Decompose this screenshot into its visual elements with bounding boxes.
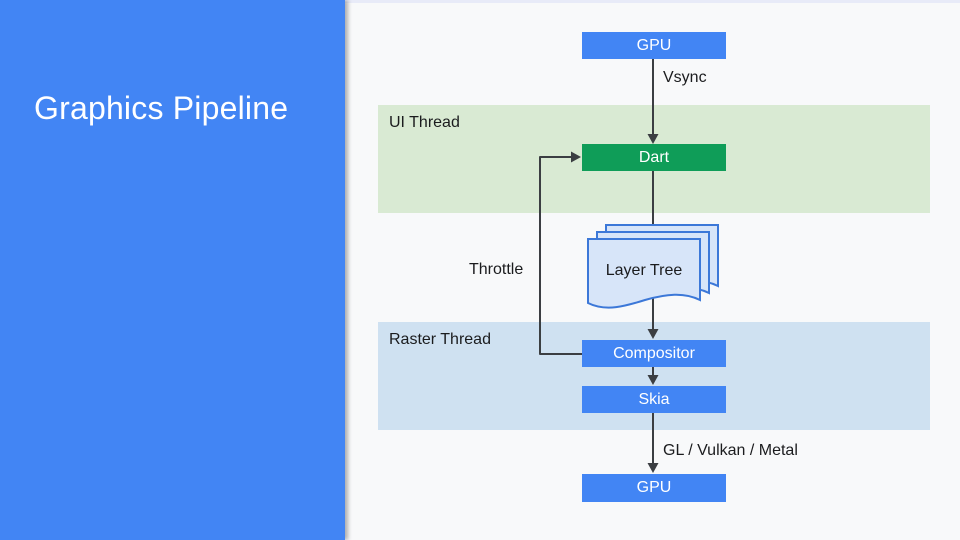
connector-layer <box>539 59 719 473</box>
node-gpu-top: GPU <box>582 32 726 59</box>
gl-vulkan-metal-label: GL / Vulkan / Metal <box>663 442 798 459</box>
diagram-area: UI Thread Raster Thread <box>345 0 960 540</box>
layer-tree-label: Layer Tree <box>605 262 683 279</box>
slide-title: Graphics Pipeline <box>34 90 289 126</box>
node-dart: Dart <box>582 144 726 171</box>
throttle-label: Throttle <box>469 261 524 278</box>
vsync-arrow <box>647 59 659 144</box>
ui-thread-label: UI Thread <box>389 114 460 131</box>
compositor-to-skia-arrow <box>647 367 659 385</box>
raster-thread-label: Raster Thread <box>389 331 491 348</box>
vsync-label: Vsync <box>663 69 707 86</box>
title-panel: Graphics Pipeline <box>0 0 345 540</box>
node-skia: Skia <box>582 386 726 413</box>
node-compositor: Compositor <box>582 340 726 367</box>
layer-tree-shape <box>587 224 719 309</box>
top-edge-strip <box>345 0 960 3</box>
skia-to-gpu-arrow <box>647 413 659 473</box>
throttle-arrow <box>539 151 582 355</box>
node-gpu-bottom: GPU <box>582 474 726 502</box>
